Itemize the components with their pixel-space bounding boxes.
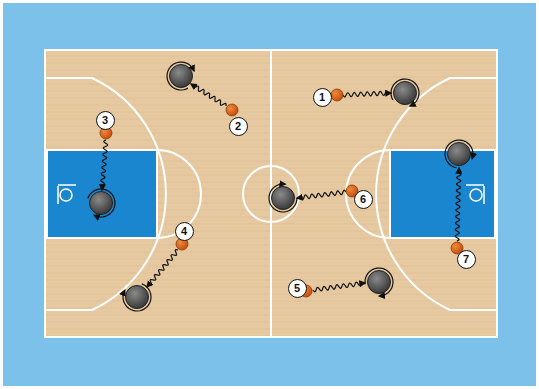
cone-body: [90, 192, 113, 215]
backdrop: [3, 3, 536, 386]
dribble-path: [191, 84, 226, 106]
cone: [123, 284, 151, 311]
callout-number: 1: [319, 92, 325, 103]
callout-number: 6: [360, 194, 366, 205]
player-number: 6: [354, 190, 373, 209]
cone: [88, 189, 115, 217]
callout-number: 4: [181, 226, 187, 237]
player-number: 4: [175, 222, 194, 241]
dribble-path: [101, 140, 108, 190]
callout-number: 2: [235, 121, 241, 132]
cone: [445, 140, 473, 168]
hoops: [58, 185, 484, 204]
cone: [391, 79, 419, 106]
turn-arrow: [88, 189, 115, 217]
player-number: 2: [229, 117, 248, 136]
dribble-paths: [101, 84, 461, 292]
dribble-path: [297, 190, 346, 199]
player-number: 3: [96, 111, 115, 130]
turn-arrow: [365, 268, 393, 296]
callout-number: 7: [463, 254, 469, 265]
turn-arrow: [391, 79, 419, 106]
left-key: [47, 150, 157, 238]
player-number: 1: [313, 88, 332, 107]
turn-arrow: [167, 62, 194, 90]
cone-body: [170, 65, 193, 88]
cone-body: [126, 286, 149, 309]
dribble-path: [147, 250, 178, 287]
dribble-path: [455, 168, 461, 241]
player-number: 7: [457, 250, 476, 269]
cone-body: [368, 271, 391, 294]
cone: [167, 62, 194, 90]
cone-body: [272, 187, 295, 210]
cone-body: [394, 82, 417, 105]
player-number: 5: [288, 279, 307, 298]
court-lines: [45, 50, 497, 337]
cone-body: [448, 143, 471, 166]
cones: [88, 62, 473, 311]
cone: [269, 184, 297, 212]
balls: [100, 89, 463, 297]
callout-number: 5: [294, 283, 300, 294]
dribble-path: [343, 91, 391, 97]
right-key: [390, 150, 495, 238]
cone: [365, 268, 393, 296]
ball: [331, 89, 343, 101]
turn-arrow: [445, 140, 473, 168]
turn-arrow: [123, 284, 151, 311]
court-floor: [45, 50, 497, 337]
dribble-path: [313, 282, 365, 292]
turn-arrow: [269, 184, 297, 212]
callout-number: 3: [102, 115, 108, 126]
ball: [226, 104, 238, 116]
